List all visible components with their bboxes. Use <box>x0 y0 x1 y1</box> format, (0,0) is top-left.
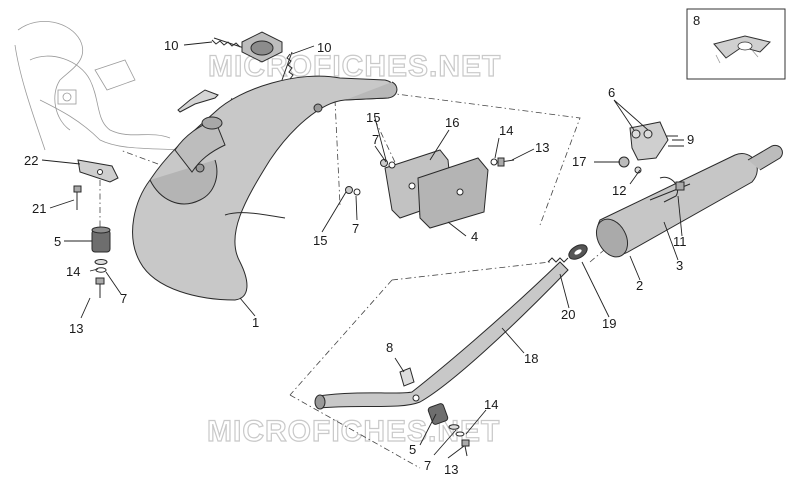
label-14c: 14 <box>484 397 498 412</box>
label-15a: 15 <box>366 110 380 125</box>
label-13a: 13 <box>535 140 549 155</box>
spring-right <box>281 51 294 81</box>
part-numbers: 10 10 15 7 16 14 13 15 7 4 22 21 5 14 7 … <box>24 38 694 477</box>
label-13c: 13 <box>444 462 458 477</box>
assembly-line-upper <box>334 85 581 226</box>
label-17: 17 <box>572 154 586 169</box>
heat-shield-rear <box>417 157 489 229</box>
spring-left <box>211 37 245 49</box>
rubber-mount-top <box>241 31 283 63</box>
label-1: 1 <box>252 315 259 330</box>
label-14b: 14 <box>66 264 80 279</box>
gasket <box>568 244 588 260</box>
label-13b: 13 <box>69 321 83 336</box>
expansion-chamber <box>132 75 398 301</box>
clamp-spring <box>547 257 569 263</box>
silencer-bracket <box>618 121 685 191</box>
label-9: 9 <box>687 132 694 147</box>
frame-ghost-outline <box>14 21 181 151</box>
label-20: 20 <box>561 307 575 322</box>
label-16: 16 <box>445 115 459 130</box>
label-21: 21 <box>32 201 46 216</box>
mount-bracket <box>77 159 119 183</box>
shield-hardware <box>345 157 515 196</box>
silencer <box>595 144 783 258</box>
label-7c: 7 <box>120 291 127 306</box>
rubber-mount-left <box>91 226 111 298</box>
manifold-elbow <box>174 89 226 173</box>
label-8: 8 <box>386 340 393 355</box>
label-10b: 10 <box>317 40 331 55</box>
label-22: 22 <box>24 153 38 168</box>
label-2: 2 <box>636 278 643 293</box>
label-18: 18 <box>524 351 538 366</box>
label-12: 12 <box>612 183 626 198</box>
inset-clip-box: 8 <box>686 8 786 80</box>
label-5b: 5 <box>409 442 416 457</box>
assembly-line-silencer <box>589 244 611 263</box>
leader-lines <box>41 41 684 459</box>
label-5a: 5 <box>54 234 61 249</box>
watermark-bottom: MICROFICHES.NET <box>207 415 500 448</box>
label-10a: 10 <box>164 38 178 53</box>
inset-label: 8 <box>693 13 700 28</box>
label-6: 6 <box>608 85 615 100</box>
label-19: 19 <box>602 316 616 331</box>
label-7d: 7 <box>424 458 431 473</box>
label-11: 11 <box>673 234 687 249</box>
assembly-line-shields <box>334 99 421 216</box>
label-3: 3 <box>676 258 683 273</box>
bolt-21 <box>73 185 82 210</box>
label-7b: 7 <box>352 221 359 236</box>
tailpipe <box>314 261 569 410</box>
assembly-line-lower <box>289 261 551 469</box>
label-15b: 15 <box>313 233 327 248</box>
label-7a: 7 <box>372 132 379 147</box>
label-14a: 14 <box>499 123 513 138</box>
label-4: 4 <box>471 229 478 244</box>
